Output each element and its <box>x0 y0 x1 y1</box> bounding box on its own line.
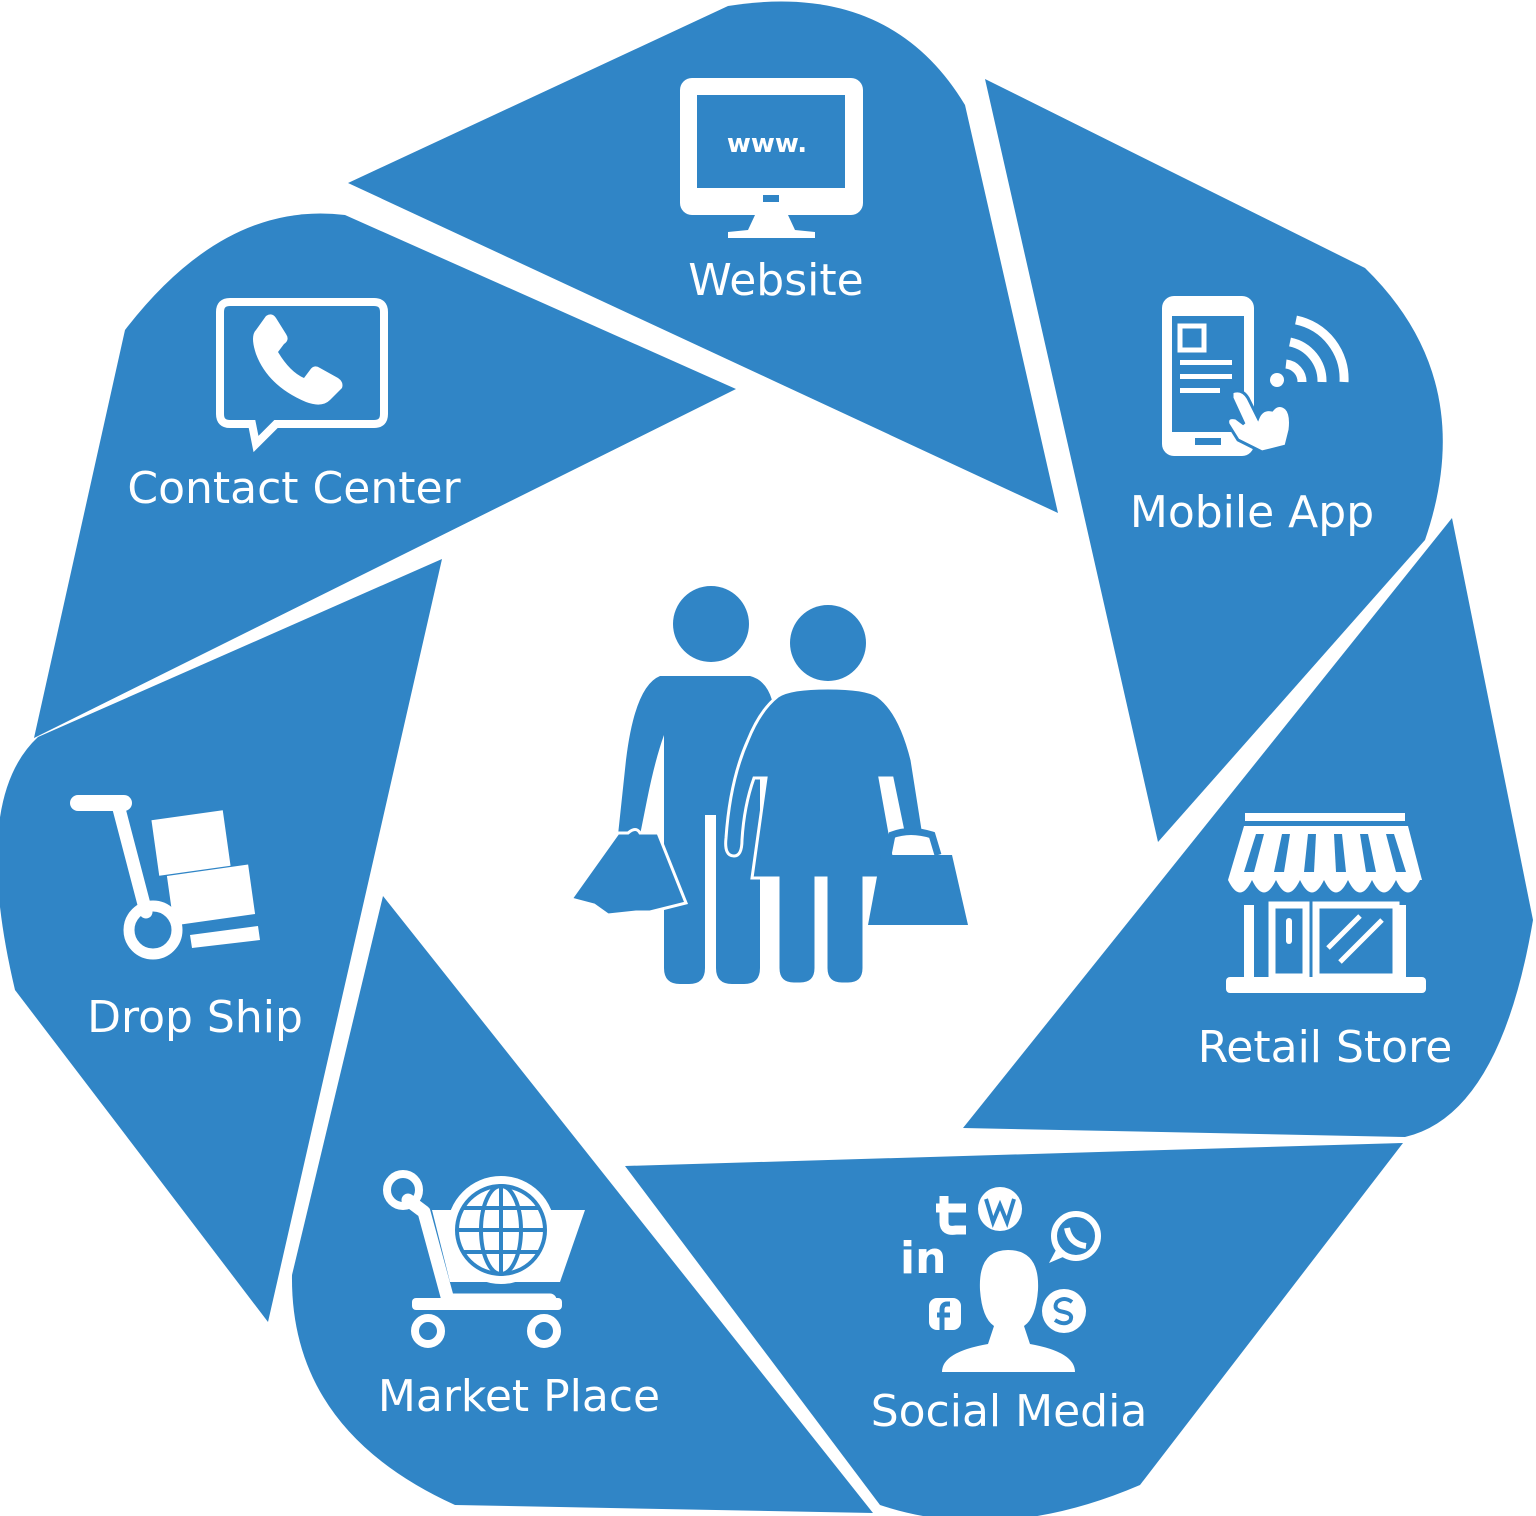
linkedin-icon: in <box>900 1233 946 1284</box>
label-mobile-app: Mobile App <box>1130 487 1374 538</box>
social-network-icon: in <box>900 1187 1101 1372</box>
facebook-icon <box>929 1298 961 1330</box>
www-text: www. <box>727 129 807 159</box>
label-website: Website <box>688 255 863 306</box>
twitter-icon <box>936 1196 966 1235</box>
monitor-www-icon: www. <box>680 78 863 238</box>
segment-contact-center <box>34 213 736 739</box>
skype-icon <box>1042 1289 1086 1333</box>
mobile-touch-icon <box>1162 296 1349 456</box>
label-social-media: Social Media <box>871 1386 1148 1437</box>
label-contact-center: Contact Center <box>127 463 461 514</box>
segment-market-place <box>291 896 873 1513</box>
label-drop-ship: Drop Ship <box>87 992 303 1043</box>
shopping-couple-icon <box>568 586 968 986</box>
globe-cart-icon <box>383 1170 585 1348</box>
segment-mobile-app <box>985 79 1443 842</box>
segment-website <box>348 1 1058 513</box>
label-market-place: Market Place <box>378 1371 660 1422</box>
wordpress-icon <box>978 1187 1022 1231</box>
hand-truck-icon <box>70 795 260 960</box>
phone-chat-icon <box>216 298 388 453</box>
whatsapp-icon <box>1049 1211 1101 1263</box>
storefront-icon <box>1226 813 1426 993</box>
label-retail-store: Retail Store <box>1198 1022 1453 1073</box>
